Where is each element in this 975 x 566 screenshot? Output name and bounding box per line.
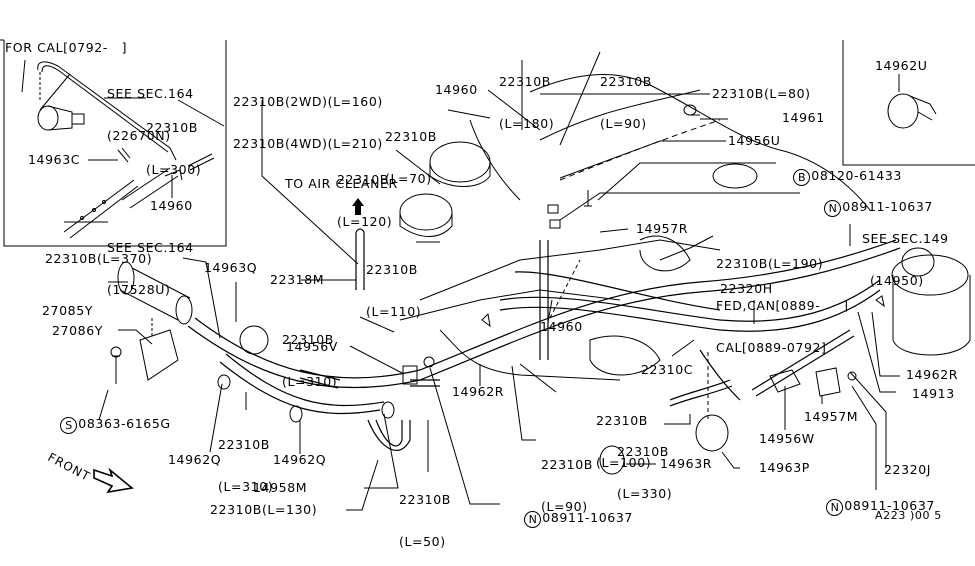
inset-heading: FOR CAL[0792- ]	[5, 40, 128, 55]
canister-right-art	[891, 247, 971, 356]
callout-27085y[interactable]: 27085Y	[42, 303, 93, 318]
callout-14963q[interactable]: 14963Q	[204, 260, 258, 275]
callout-14956w[interactable]: 14956W	[759, 431, 815, 446]
nut-n-symbol-icon: N	[524, 511, 542, 528]
callout-14913[interactable]: 14913	[912, 386, 955, 401]
callout-22310b-130[interactable]: 22310B(L=130)	[210, 502, 318, 517]
callout-14963p[interactable]: 14963P	[759, 460, 810, 475]
engine-outline	[399, 74, 871, 381]
canister-art	[110, 261, 193, 384]
callout-22310b-310-upper[interactable]: 22310B (L=310)	[282, 332, 338, 389]
callout-14960-inset[interactable]: 14960	[150, 198, 193, 213]
callout-22310b-190[interactable]: 22310B(L=190) FED,CAN[0889- ] CAL[0889-0…	[716, 256, 849, 355]
leader-lines	[39, 51, 900, 511]
callout-14960-top[interactable]: 14960	[435, 82, 478, 97]
callout-22310b-50[interactable]: 22310B (L=50)	[399, 492, 451, 549]
inset-frame-top-left	[0, 39, 227, 247]
callout-22310b-180[interactable]: 22310B (L=180)	[499, 74, 555, 131]
air-cleaner-label: TO AIR CLEANER	[285, 176, 398, 191]
bolt-b-symbol-icon: B	[793, 169, 811, 186]
callout-22310b-370[interactable]: 22310B(L=370)	[45, 251, 153, 266]
callout-22310b-300[interactable]: 22310B (L=300)	[146, 120, 202, 177]
drawing-code: A223 )00 5	[875, 509, 942, 522]
inset-right-art	[887, 74, 937, 129]
small-parts	[217, 104, 885, 475]
callout-22310b-100[interactable]: 22310B (L=100)	[596, 413, 652, 470]
callout-22310b-110[interactable]: 22310B (L=110)	[366, 262, 422, 319]
callout-see-sec-164-b[interactable]: SEE SEC.164 (17528U)	[107, 240, 194, 297]
main-hoses	[187, 228, 901, 451]
callout-22320h[interactable]: 22320H	[720, 281, 773, 296]
callout-22310b-90-top[interactable]: 22310B (L=90)	[600, 74, 652, 131]
callout-22318m[interactable]: 22318M	[270, 272, 325, 287]
callout-14962u[interactable]: 14962U	[875, 58, 928, 73]
callout-14961[interactable]: 14961	[782, 110, 825, 125]
callout-22310b-70[interactable]: 22310B (L=70)	[385, 129, 437, 186]
callout-14963r[interactable]: 14963R	[660, 456, 713, 471]
callout-22310b-120[interactable]: 22310B (L=120)	[337, 172, 393, 229]
callout-14962q-left[interactable]: 14962Q	[168, 452, 222, 467]
callout-14962r-right[interactable]: 14962R	[906, 367, 959, 382]
callout-22310b-2wd-4wd[interactable]: 22310B(2WD)(L=160) 22310B(4WD)(L=210)	[233, 94, 383, 151]
callout-14962q-right[interactable]: 14962Q	[273, 452, 327, 467]
callout-see-sec-164-a[interactable]: SEE SEC.164 (22670N)	[107, 86, 194, 143]
callout-14956v[interactable]: 14956V	[286, 339, 338, 354]
air-cleaner-arrow-icon	[352, 198, 364, 206]
callout-14958m[interactable]: 14958M	[253, 480, 308, 495]
callout-22310b-90-bottom[interactable]: 22310B (L=90)	[541, 457, 593, 514]
callout-14957r[interactable]: 14957R	[636, 221, 689, 236]
callout-27086y[interactable]: 27086Y	[52, 323, 103, 338]
callout-14957m[interactable]: 14957M	[804, 409, 859, 424]
callout-14956u[interactable]: 14956U	[728, 133, 781, 148]
air-cleaner-arrow-stem	[355, 205, 361, 215]
nut-n-symbol-icon: N	[826, 499, 844, 516]
callout-22310c[interactable]: 22310C	[641, 362, 694, 377]
inset-frame-top-right	[842, 40, 975, 166]
callout-22310b-330[interactable]: 22310B (L=330)	[617, 444, 673, 501]
nut-n-symbol-icon: N	[824, 200, 842, 217]
bolt-s-symbol-icon: S	[60, 417, 78, 434]
callout-see-sec-149[interactable]: SEE SEC.149 (14950)	[862, 231, 949, 288]
callout-14962r-mid[interactable]: 14962R	[452, 384, 505, 399]
callout-14963c[interactable]: 14963C	[28, 152, 81, 167]
callout-22310b-310-lower[interactable]: 22310B (L=310)	[218, 437, 274, 494]
front-arrow-icon	[93, 467, 134, 494]
callout-14960-mid[interactable]: 14960	[540, 319, 583, 334]
callout-22310b-80[interactable]: 22310B(L=80)	[712, 86, 811, 101]
inset-left-art	[21, 59, 225, 239]
callout-22320j[interactable]: 22320J	[884, 462, 932, 477]
